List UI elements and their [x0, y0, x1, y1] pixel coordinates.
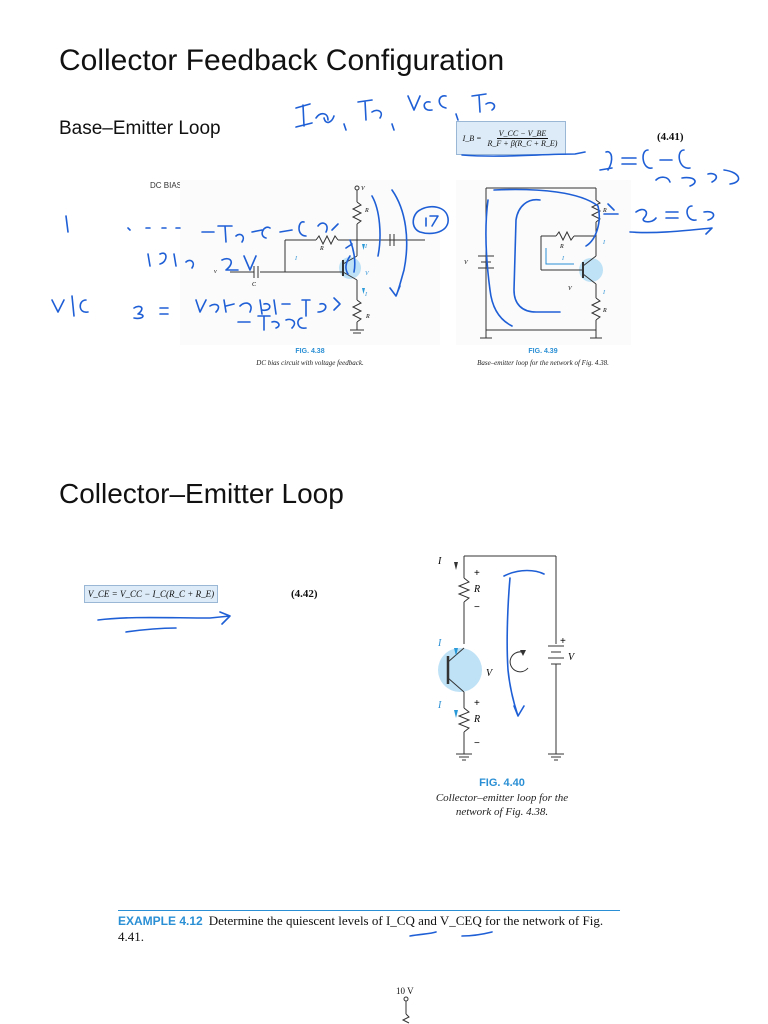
svg-text:+: + — [474, 698, 480, 709]
svg-text:V: V — [486, 668, 494, 679]
svg-text:R: R — [602, 308, 607, 314]
svg-text:R: R — [473, 584, 480, 595]
svg-text:C: C — [252, 282, 257, 288]
bottom-circuit-stub — [401, 996, 410, 1024]
svg-text:R: R — [319, 246, 324, 252]
section-heading-base-emitter: Base–Emitter Loop — [59, 118, 221, 139]
svg-text:I: I — [437, 556, 442, 567]
fig38-label: FIG. 4.38 — [295, 348, 325, 355]
example-text: Determine the quiescent levels of I_CQ a… — [208, 913, 604, 928]
svg-text:I: I — [364, 292, 368, 298]
svg-text:I: I — [364, 244, 368, 250]
eq41-denominator: R_F + β(R_C + R_E) — [487, 138, 558, 148]
example-label: EXAMPLE 4.12 — [118, 914, 203, 928]
example-divider — [118, 910, 620, 911]
svg-text:+: + — [560, 636, 566, 647]
svg-text:v: v — [214, 269, 217, 275]
svg-text:−: − — [474, 602, 480, 613]
page-title: Collector Feedback Configuration — [59, 44, 505, 77]
example-block: EXAMPLE 4.12 Determine the quiescent leve… — [118, 913, 628, 945]
fig39-label: FIG. 4.39 — [528, 348, 558, 355]
figure-4-38-circuit: V R R R C v V I I I — [180, 180, 440, 345]
equation-4-41-number: (4.41) — [657, 131, 684, 143]
eq41-lhs: I_B = — [462, 133, 482, 143]
eq41-fraction: V_CC − V_BE R_F + β(R_C + R_E) — [486, 129, 560, 148]
svg-text:R: R — [602, 208, 607, 214]
svg-text:I: I — [602, 290, 606, 296]
fig39-caption: Base–emitter loop for the network of Fig… — [477, 359, 609, 367]
example-text-2: 4.41. — [118, 929, 144, 944]
bottom-supply-label: 10 V — [396, 986, 414, 996]
equation-4-42-number: (4.42) — [291, 588, 318, 600]
figure-4-39-circuit: V R R R V I I I — [456, 180, 631, 345]
svg-text:I: I — [561, 256, 565, 262]
svg-text:I: I — [437, 638, 442, 649]
svg-text:I: I — [294, 256, 298, 262]
eq41-numerator: V_CC − V_BE — [496, 128, 549, 139]
svg-text:R: R — [364, 208, 369, 214]
figure-4-40-circuit: I R R V V I I + − + − + — [437, 555, 576, 761]
fig38-vcc-label: V — [361, 186, 366, 192]
svg-text:V: V — [464, 260, 469, 266]
fig40-caption-line1: Collector–emitter loop for the — [435, 792, 569, 804]
svg-text:+: + — [474, 568, 480, 579]
eq42-text: V_CE = V_CC − I_C(R_C + R_E) — [87, 589, 215, 599]
fig40-caption-line2: network of Fig. 4.38. — [455, 806, 549, 818]
svg-text:−: − — [474, 738, 480, 749]
fig38-caption: DC bias circuit with voltage feedback. — [256, 359, 364, 367]
svg-text:I: I — [602, 240, 606, 246]
svg-text:I: I — [437, 700, 442, 711]
svg-text:R: R — [559, 244, 564, 250]
equation-4-42-box: V_CE = V_CC − I_C(R_C + R_E) — [84, 585, 218, 603]
svg-text:V: V — [365, 271, 370, 277]
svg-text:R: R — [473, 714, 480, 725]
equation-4-41-box: I_B = V_CC − V_BE R_F + β(R_C + R_E) — [456, 121, 566, 155]
section-heading-collector-emitter: Collector–Emitter Loop — [59, 478, 344, 509]
svg-text:V: V — [568, 652, 576, 663]
svg-text:V: V — [568, 286, 573, 292]
fig40-label: FIG. 4.40 — [479, 777, 525, 789]
svg-text:R: R — [365, 314, 370, 320]
